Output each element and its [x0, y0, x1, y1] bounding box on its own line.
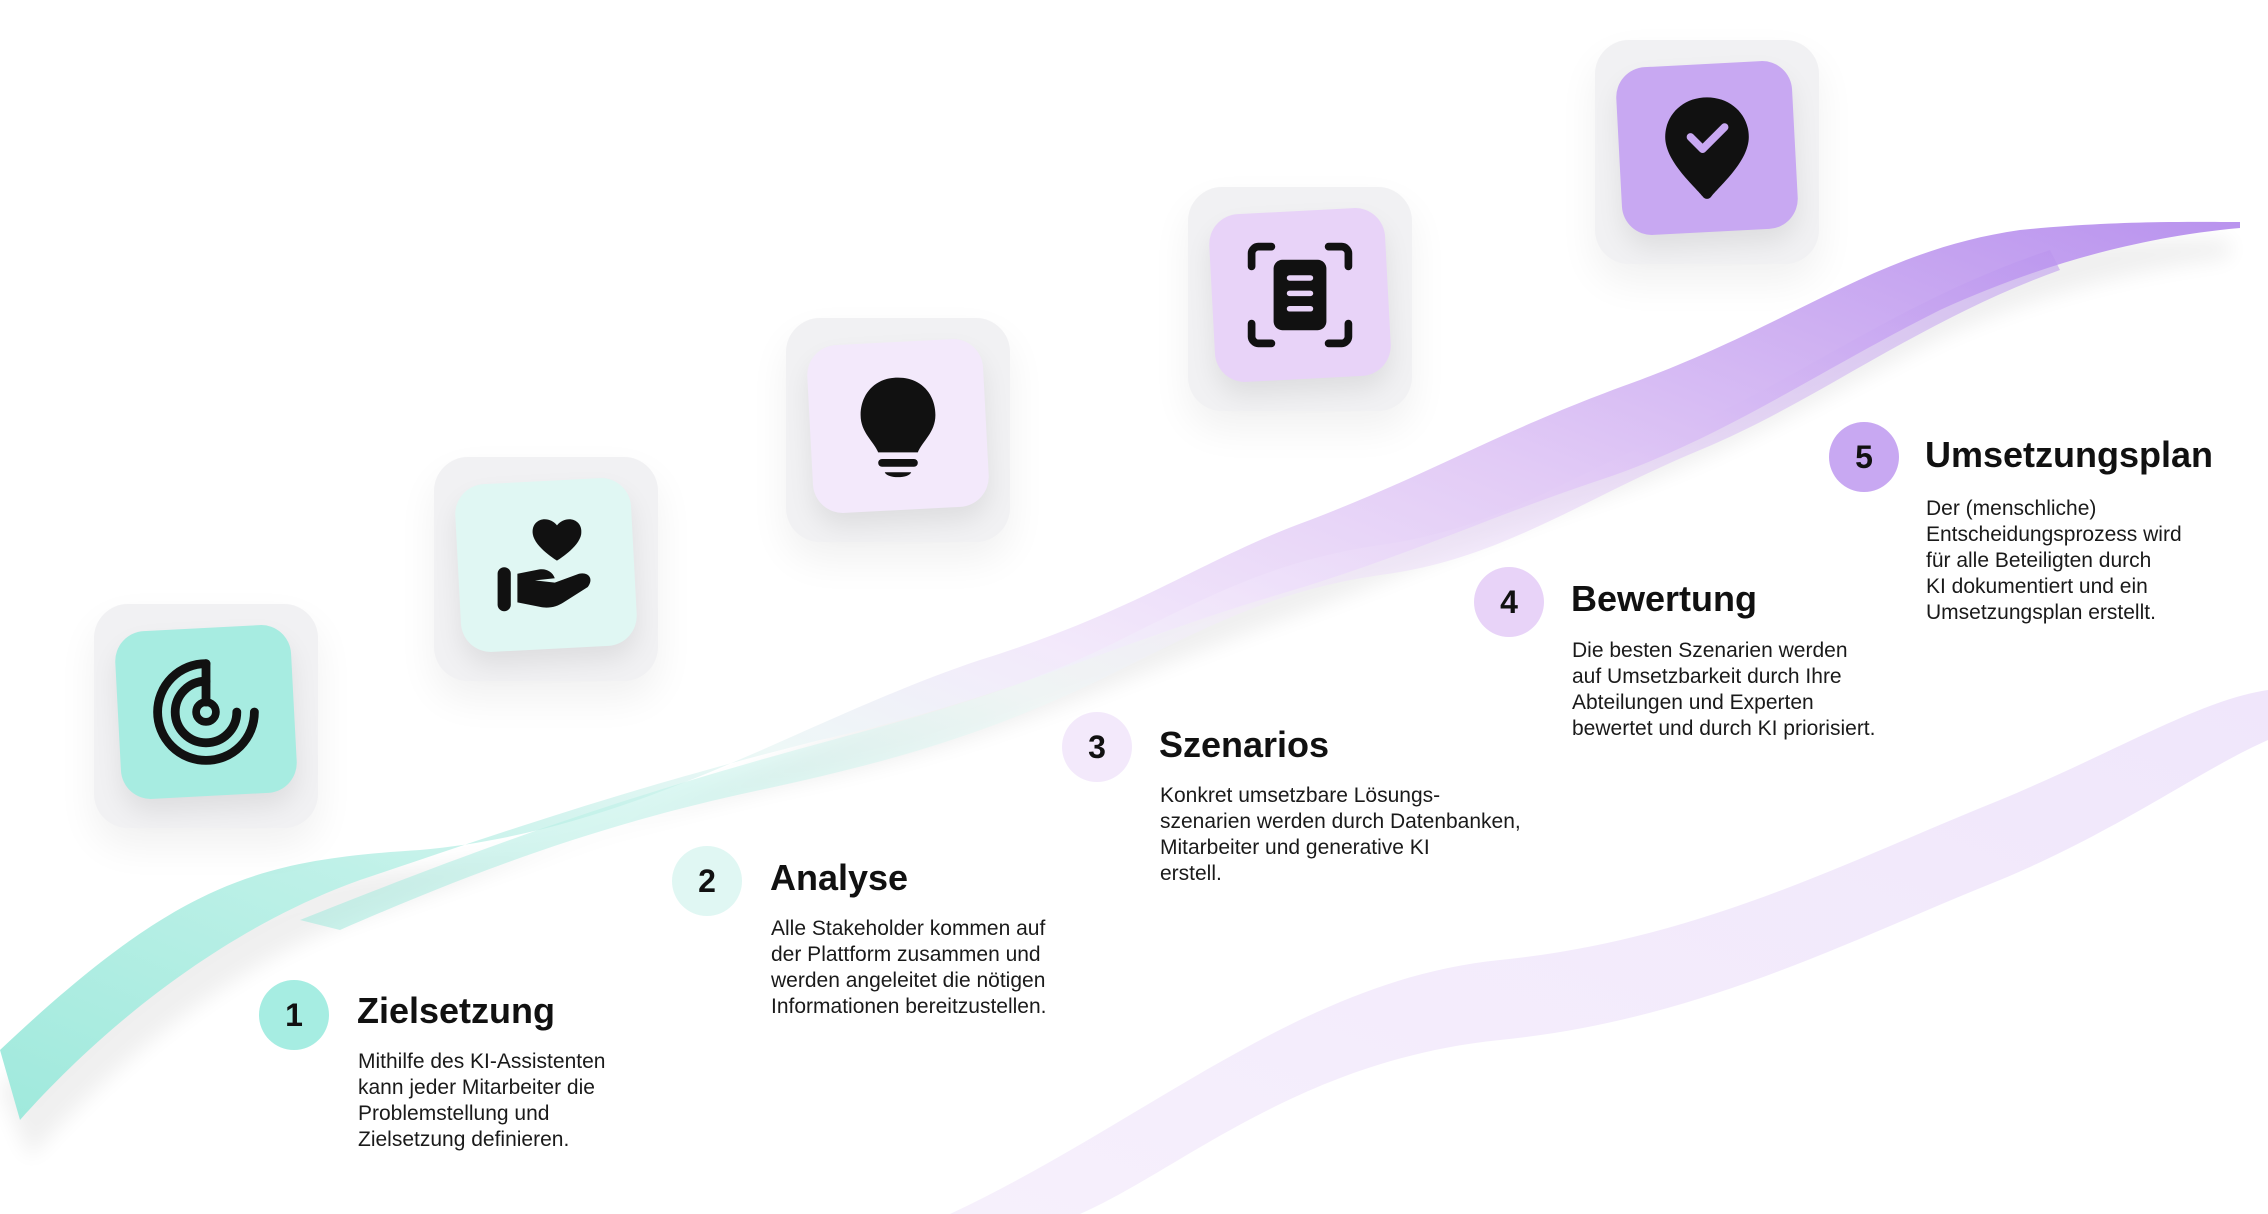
step-3-tile-frame	[786, 318, 1010, 542]
ribbon-faint	[950, 690, 2268, 1214]
step-1-number: 1	[259, 980, 329, 1050]
step-4-description: Die besten Szenarien werden auf Umsetzba…	[1572, 639, 1876, 740]
step-4-number: 4	[1474, 567, 1544, 637]
step-1-description: Mithilfe des KI-Assistenten kann jeder M…	[358, 1050, 606, 1151]
target-icon	[153, 659, 259, 765]
step-4-tile	[1207, 206, 1393, 384]
hand-heart-icon	[497, 519, 591, 612]
step-3-tile	[805, 337, 991, 515]
step-2-tile-frame	[434, 457, 658, 681]
step-5-title: Umsetzungsplan	[1925, 434, 2214, 475]
step-1-tile-frame	[94, 604, 318, 828]
step-4-tile-frame	[1188, 187, 1412, 411]
step-4-title: Bewertung	[1571, 578, 1758, 619]
step-5-tile	[1614, 59, 1800, 237]
step-2-number: 2	[672, 846, 742, 916]
step-1-tile	[113, 623, 299, 801]
step-5-description: Der (menschliche) Entscheidungsprozess w…	[1926, 497, 2182, 624]
step-5-number: 5	[1829, 422, 1899, 492]
document-scan-icon	[1247, 242, 1353, 348]
step-2-title: Analyse	[770, 857, 909, 898]
step-2-description: Alle Stakeholder kommen auf der Plattfor…	[771, 917, 1047, 1018]
step-3-number: 3	[1062, 712, 1132, 782]
step-3-title: Szenarios	[1159, 724, 1330, 765]
step-5-tile-frame	[1595, 40, 1819, 264]
step-2-tile	[453, 476, 639, 654]
ribbon-secondary	[300, 250, 2060, 930]
step-3-description: Konkret umsetzbare Lösungs- szenarien we…	[1160, 784, 1521, 885]
step-1-title: Zielsetzung	[357, 990, 556, 1031]
location-check-icon	[1665, 97, 1749, 199]
lightbulb-icon	[860, 377, 936, 478]
